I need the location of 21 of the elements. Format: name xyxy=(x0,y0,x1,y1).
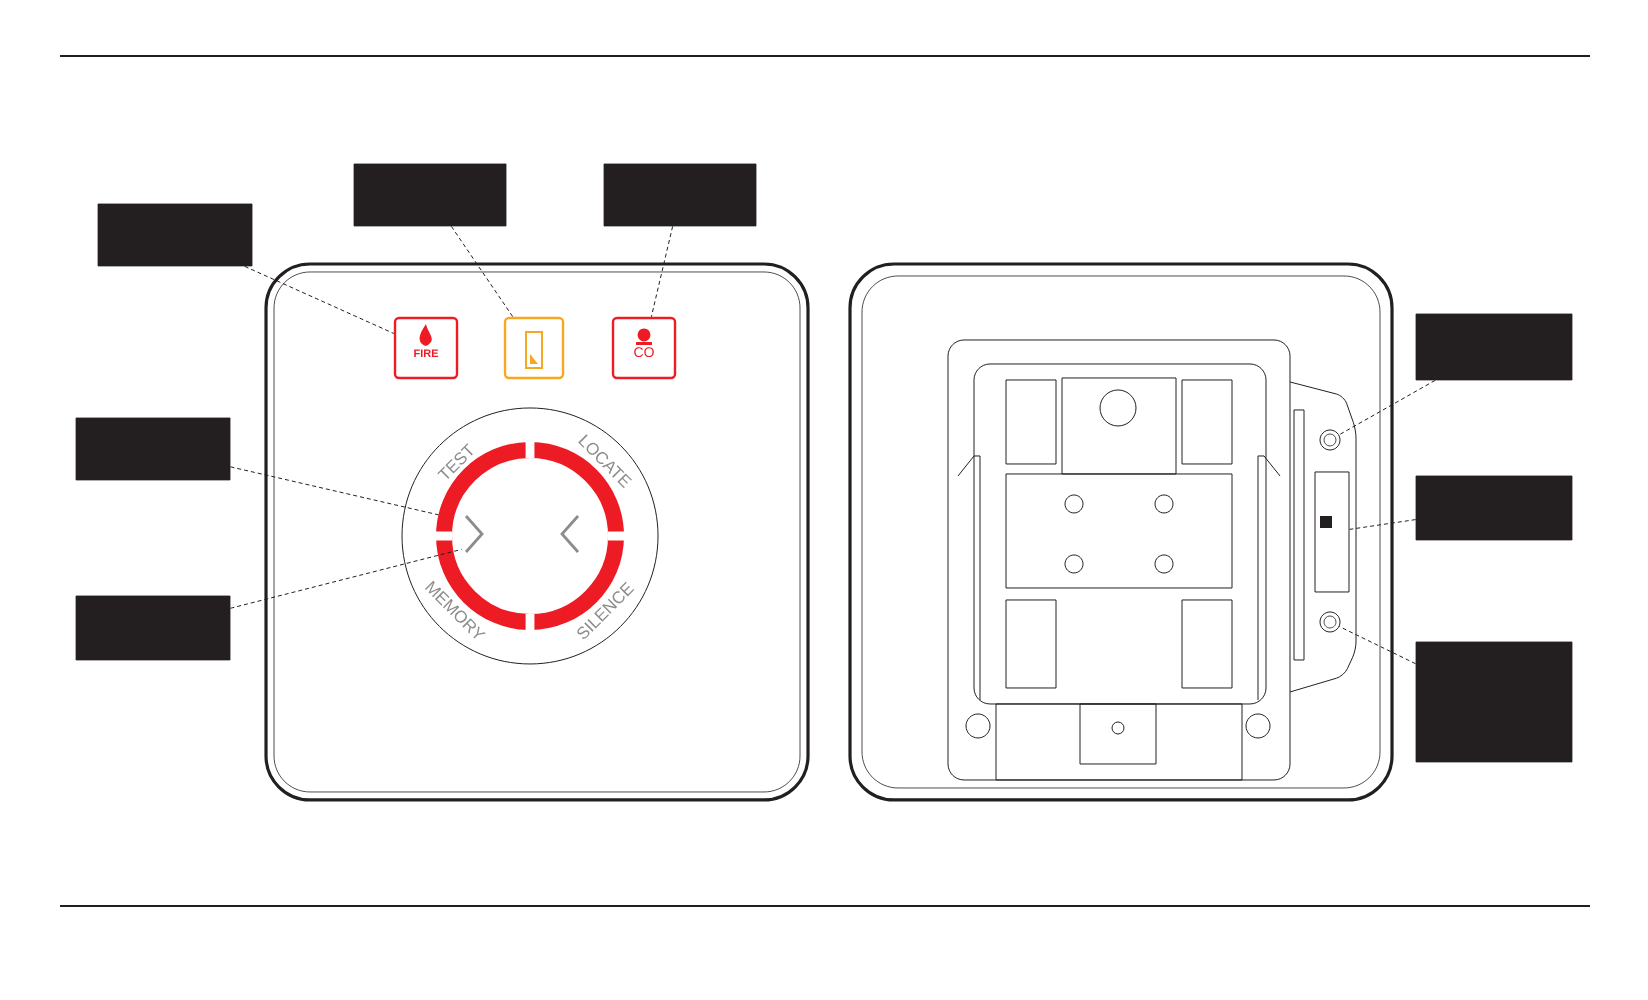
callout-box xyxy=(1415,313,1573,381)
leader-line xyxy=(650,225,674,318)
callout-box xyxy=(1415,475,1573,541)
screw-hole xyxy=(1319,429,1341,451)
callout-box xyxy=(75,417,231,481)
callout-box xyxy=(1415,641,1573,763)
leader-line xyxy=(450,225,514,318)
leader-line xyxy=(229,466,439,516)
slide-switch xyxy=(1314,471,1350,593)
callout-box xyxy=(353,163,507,227)
callout-box xyxy=(603,163,757,227)
leader-line xyxy=(1338,626,1417,665)
leader-line xyxy=(1349,519,1417,530)
chevron-button xyxy=(464,515,580,553)
screw-hole xyxy=(1319,611,1341,633)
leader-line xyxy=(244,265,395,334)
leader-line xyxy=(1338,379,1436,436)
leader-line xyxy=(229,548,463,609)
battery-indicator xyxy=(503,316,565,380)
callout-box xyxy=(75,595,231,661)
callout-box xyxy=(97,203,253,267)
